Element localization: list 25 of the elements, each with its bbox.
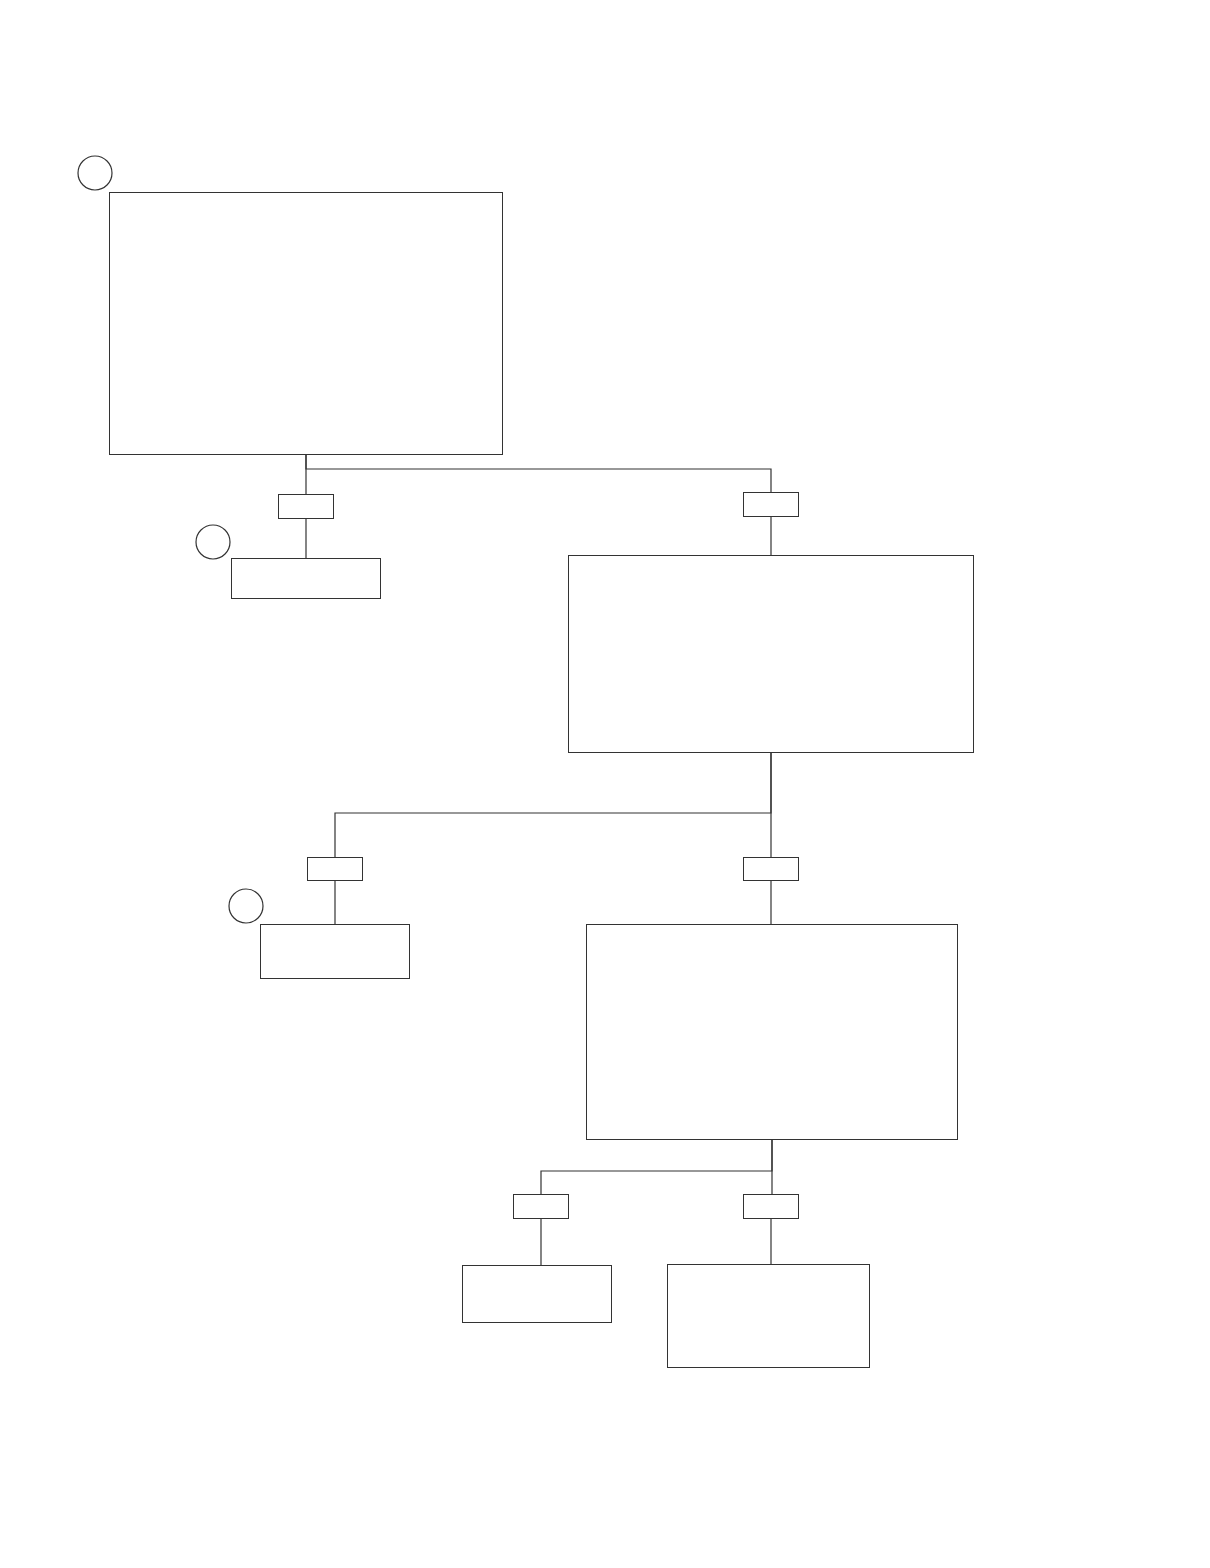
connector-line — [770, 752, 772, 858]
connector-box — [513, 1194, 569, 1219]
callout-circle — [195, 524, 231, 560]
connector-box — [278, 494, 334, 519]
callout-circle — [77, 155, 113, 191]
connector-box — [307, 857, 363, 881]
connector-line — [770, 1218, 772, 1265]
connector-line — [540, 1218, 542, 1266]
connector-box — [743, 1194, 799, 1219]
connector-line — [771, 1139, 773, 1195]
process-box — [109, 192, 503, 455]
process-box — [568, 555, 974, 753]
connector-line — [334, 880, 336, 925]
process-box — [231, 558, 381, 599]
process-box — [586, 924, 958, 1140]
process-box — [667, 1264, 870, 1368]
connector-box — [743, 492, 799, 517]
connector-line — [770, 516, 772, 556]
connector-line — [305, 518, 307, 559]
process-box — [462, 1265, 612, 1323]
callout-circle — [228, 888, 264, 924]
process-box — [260, 924, 410, 979]
connector-line — [770, 880, 772, 925]
connector-line — [305, 454, 772, 493]
connector-box — [743, 857, 799, 881]
